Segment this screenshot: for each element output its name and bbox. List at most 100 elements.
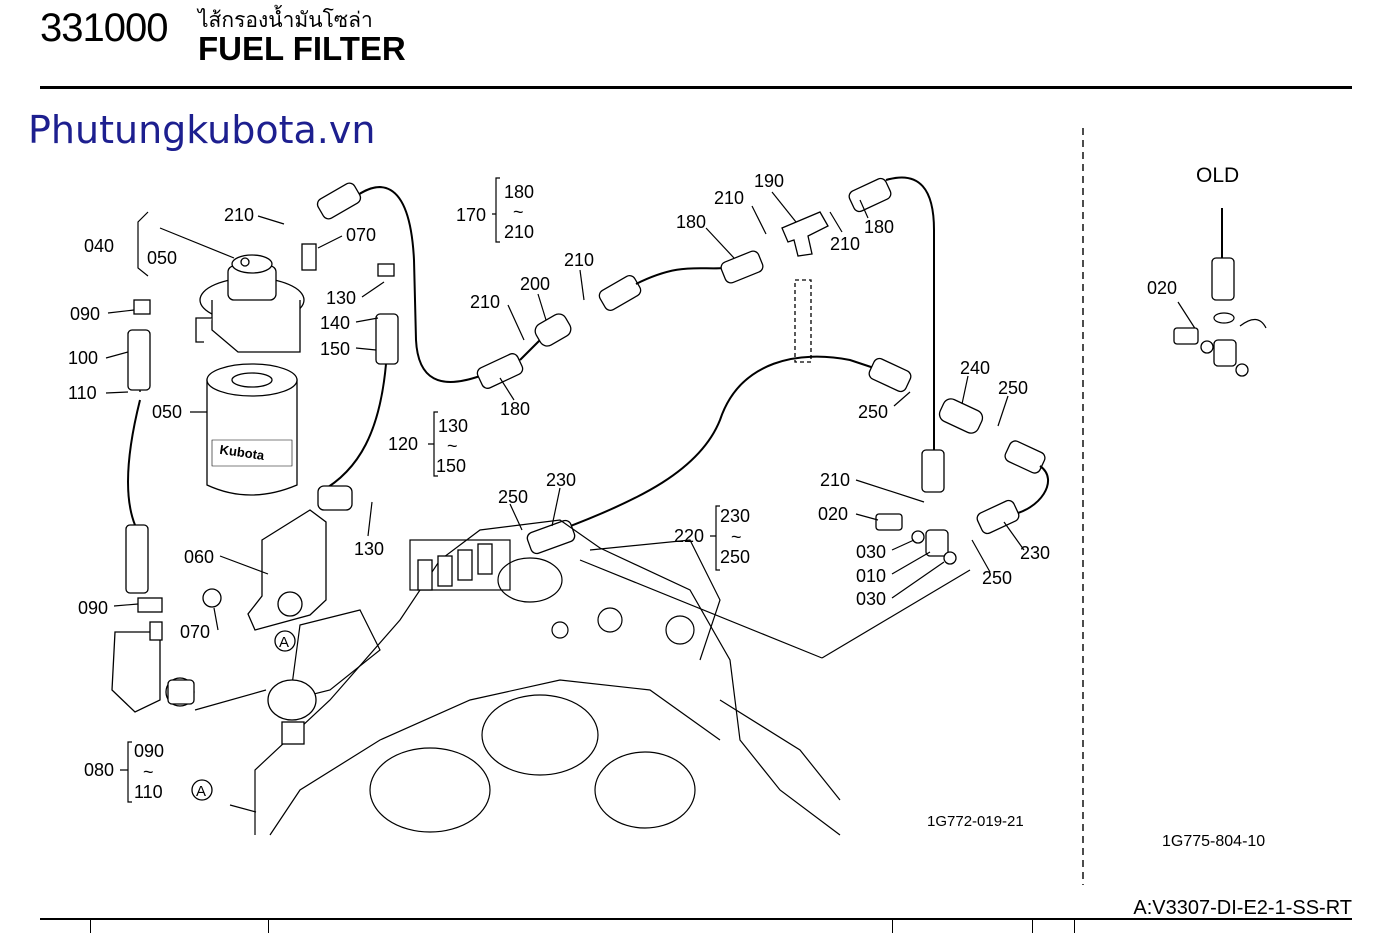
joint-150 bbox=[317, 485, 353, 511]
svg-text:Kubota: Kubota bbox=[219, 442, 266, 463]
footer-rule bbox=[40, 918, 1352, 920]
filter-cartridge: Kubota bbox=[206, 363, 298, 496]
callout: 130 bbox=[354, 539, 384, 559]
callout: 020 bbox=[818, 504, 848, 524]
section-title: FUEL FILTER bbox=[198, 30, 406, 67]
callout: 040 bbox=[84, 236, 114, 256]
callout: 200 bbox=[520, 274, 550, 294]
callout: 230 bbox=[546, 470, 576, 490]
hose-230-left bbox=[526, 519, 576, 555]
callout: 070 bbox=[180, 622, 210, 642]
section-code: 331000 bbox=[40, 6, 168, 50]
callout: 090 bbox=[134, 741, 164, 761]
hose-180-mid bbox=[598, 275, 642, 311]
callout-labels: 040 050 050 210 070 090 100 110 130 140 … bbox=[68, 171, 1177, 802]
table-divider bbox=[90, 920, 91, 933]
callout: 230 bbox=[1020, 543, 1050, 563]
svg-text:~: ~ bbox=[513, 202, 524, 222]
callout: 230 bbox=[720, 506, 750, 526]
range-brackets bbox=[120, 177, 720, 803]
callout: 210 bbox=[470, 292, 500, 312]
svg-text:~: ~ bbox=[447, 436, 458, 456]
fuel-filter-head bbox=[195, 254, 305, 353]
callout: 150 bbox=[436, 456, 466, 476]
callout: 150 bbox=[320, 339, 350, 359]
fuel-line-right bbox=[885, 176, 935, 450]
table-divider bbox=[1074, 920, 1075, 933]
callout: 130 bbox=[326, 288, 356, 308]
old-view: OLD bbox=[1173, 164, 1267, 377]
callout: 190 bbox=[754, 171, 784, 191]
model-code: A:V3307-DI-E2-1-SS-RT bbox=[1133, 897, 1352, 919]
fuel-line-top bbox=[339, 186, 481, 383]
bracket-060 bbox=[247, 509, 327, 631]
table-divider bbox=[268, 920, 269, 933]
vertical-hose-190 bbox=[794, 279, 812, 363]
clamp-130 bbox=[377, 263, 395, 277]
bracket-hole bbox=[277, 591, 303, 617]
callout: 110 bbox=[134, 782, 163, 802]
hose-right-vertical bbox=[921, 449, 945, 493]
hose-180-right bbox=[720, 250, 764, 284]
callout: 250 bbox=[998, 378, 1028, 398]
callout: 120 bbox=[388, 434, 418, 454]
callout: 210 bbox=[224, 205, 254, 225]
hose-180-left bbox=[476, 353, 524, 389]
header-rule bbox=[40, 86, 1352, 89]
table-divider bbox=[892, 920, 893, 933]
bolt-070-lower bbox=[202, 588, 222, 608]
fuel-line-left bbox=[127, 399, 141, 526]
callout: 070 bbox=[346, 225, 376, 245]
range-tildes: ~ ~ ~ ~ bbox=[143, 202, 742, 782]
hose-100 bbox=[127, 329, 151, 391]
return-line bbox=[559, 355, 881, 531]
t-joint-190 bbox=[781, 211, 829, 257]
line-to-200 bbox=[519, 339, 541, 361]
callout: 030 bbox=[856, 542, 886, 562]
callout: 100 bbox=[68, 348, 98, 368]
callout: 250 bbox=[720, 547, 750, 567]
callout: 210 bbox=[564, 250, 594, 270]
callout: 140 bbox=[320, 313, 350, 333]
drawing-ref-left: 1G772-019-21 bbox=[927, 813, 1024, 830]
callout: 250 bbox=[498, 487, 528, 507]
hose-230-lower bbox=[976, 499, 1020, 535]
callout: 050 bbox=[147, 248, 177, 268]
check-valve-200 bbox=[534, 313, 572, 347]
hose-250 bbox=[868, 357, 912, 393]
svg-text:A: A bbox=[196, 783, 206, 800]
svg-text:OLD: OLD bbox=[1196, 164, 1239, 187]
hose-230-right bbox=[1004, 440, 1046, 474]
bolt-020 bbox=[875, 513, 903, 531]
callout: 210 bbox=[714, 188, 744, 208]
callout: 010 bbox=[856, 566, 886, 586]
ref-a-upper: A bbox=[274, 630, 296, 652]
hose-140 bbox=[375, 313, 399, 365]
engine-block bbox=[194, 519, 841, 836]
callout: 080 bbox=[84, 760, 114, 780]
check-valve-240 bbox=[938, 398, 984, 434]
callout: 110 bbox=[68, 383, 97, 403]
callout: 250 bbox=[858, 402, 888, 422]
fuel-line-mid bbox=[319, 363, 387, 493]
callout: 180 bbox=[864, 217, 894, 237]
drawing-ref-right: 1G775-804-10 bbox=[1162, 833, 1265, 850]
washer-030-bottom bbox=[943, 551, 957, 565]
leader-lines bbox=[105, 191, 1025, 659]
callout: 090 bbox=[70, 304, 100, 324]
callout: 180 bbox=[504, 182, 534, 202]
svg-text:~: ~ bbox=[731, 527, 742, 547]
callout: 090 bbox=[78, 598, 108, 618]
banjo-010 bbox=[925, 529, 949, 557]
callout: 130 bbox=[438, 416, 468, 436]
svg-text:~: ~ bbox=[143, 762, 154, 782]
section-title-thai: ไส้กรองน้ำมันโซล่า bbox=[198, 8, 373, 32]
callout: 240 bbox=[960, 358, 990, 378]
callout: 180 bbox=[676, 212, 706, 232]
hose-end-top bbox=[316, 182, 362, 220]
callout: 250 bbox=[982, 568, 1012, 588]
washer-030-top bbox=[911, 530, 925, 544]
hose-180-far bbox=[848, 177, 892, 213]
callout: 210 bbox=[504, 222, 534, 242]
